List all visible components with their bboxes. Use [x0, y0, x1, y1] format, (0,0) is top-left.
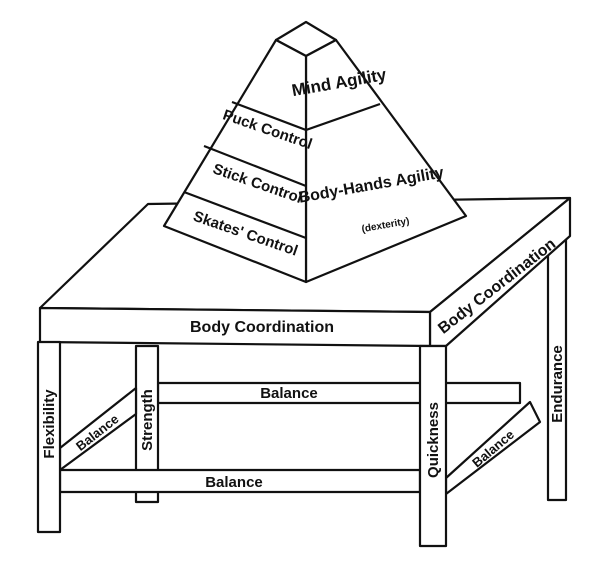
front-left-leg: [36, 340, 62, 534]
back-brace: [156, 381, 522, 405]
flexibility-label: Flexibility: [41, 389, 58, 459]
right-brace-label: Balance: [469, 427, 517, 471]
pyramid: [162, 20, 468, 284]
back-brace-label: Balance: [260, 385, 318, 402]
strength-label: Strength: [139, 389, 156, 451]
front-apron-label: Body Coordination: [190, 319, 334, 336]
front-brace-label: Balance: [205, 474, 263, 491]
front-right-leg: [418, 344, 448, 548]
endurance-label: Endurance: [549, 345, 566, 423]
quickness-label: Quickness: [425, 402, 442, 478]
back-left-leg: [134, 344, 160, 504]
